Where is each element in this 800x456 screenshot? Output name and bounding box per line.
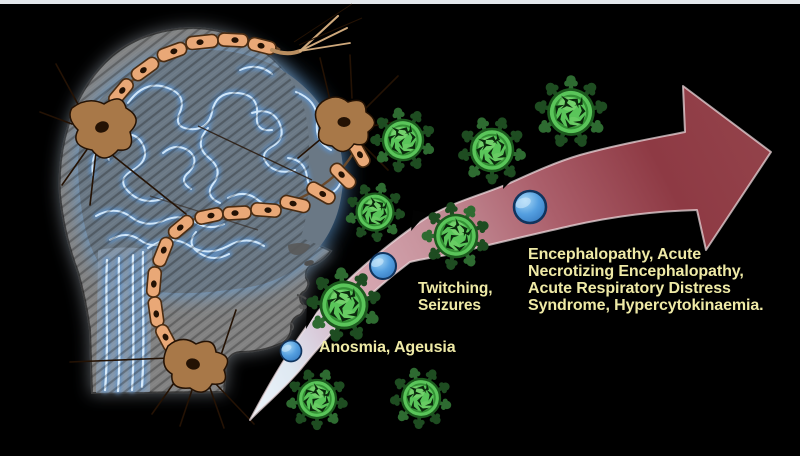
top-border xyxy=(0,0,800,4)
label-severe-symptoms: Encephalopathy, Acute Necrotizing Enceph… xyxy=(528,246,764,314)
face-details xyxy=(288,243,314,331)
chin-crease xyxy=(290,322,295,331)
myelin-chain-top xyxy=(108,32,277,107)
label-anosmia-ageusia: Anosmia, Ageusia xyxy=(319,339,456,356)
lip-shadow xyxy=(299,304,307,310)
eye xyxy=(288,243,310,255)
neurons xyxy=(39,3,405,429)
label-twitching-seizures: Twitching, Seizures xyxy=(418,280,493,314)
neuron-soma-upper xyxy=(39,63,187,215)
axon-terminal xyxy=(270,3,363,56)
mouth-line xyxy=(296,294,307,300)
droplet-icon xyxy=(512,189,548,225)
nostril-shadow xyxy=(304,260,314,266)
droplet-icon xyxy=(368,251,398,281)
neuron-soma-lower xyxy=(69,309,255,429)
myelin-chain-descending xyxy=(145,138,371,353)
droplet-icon xyxy=(279,339,303,363)
